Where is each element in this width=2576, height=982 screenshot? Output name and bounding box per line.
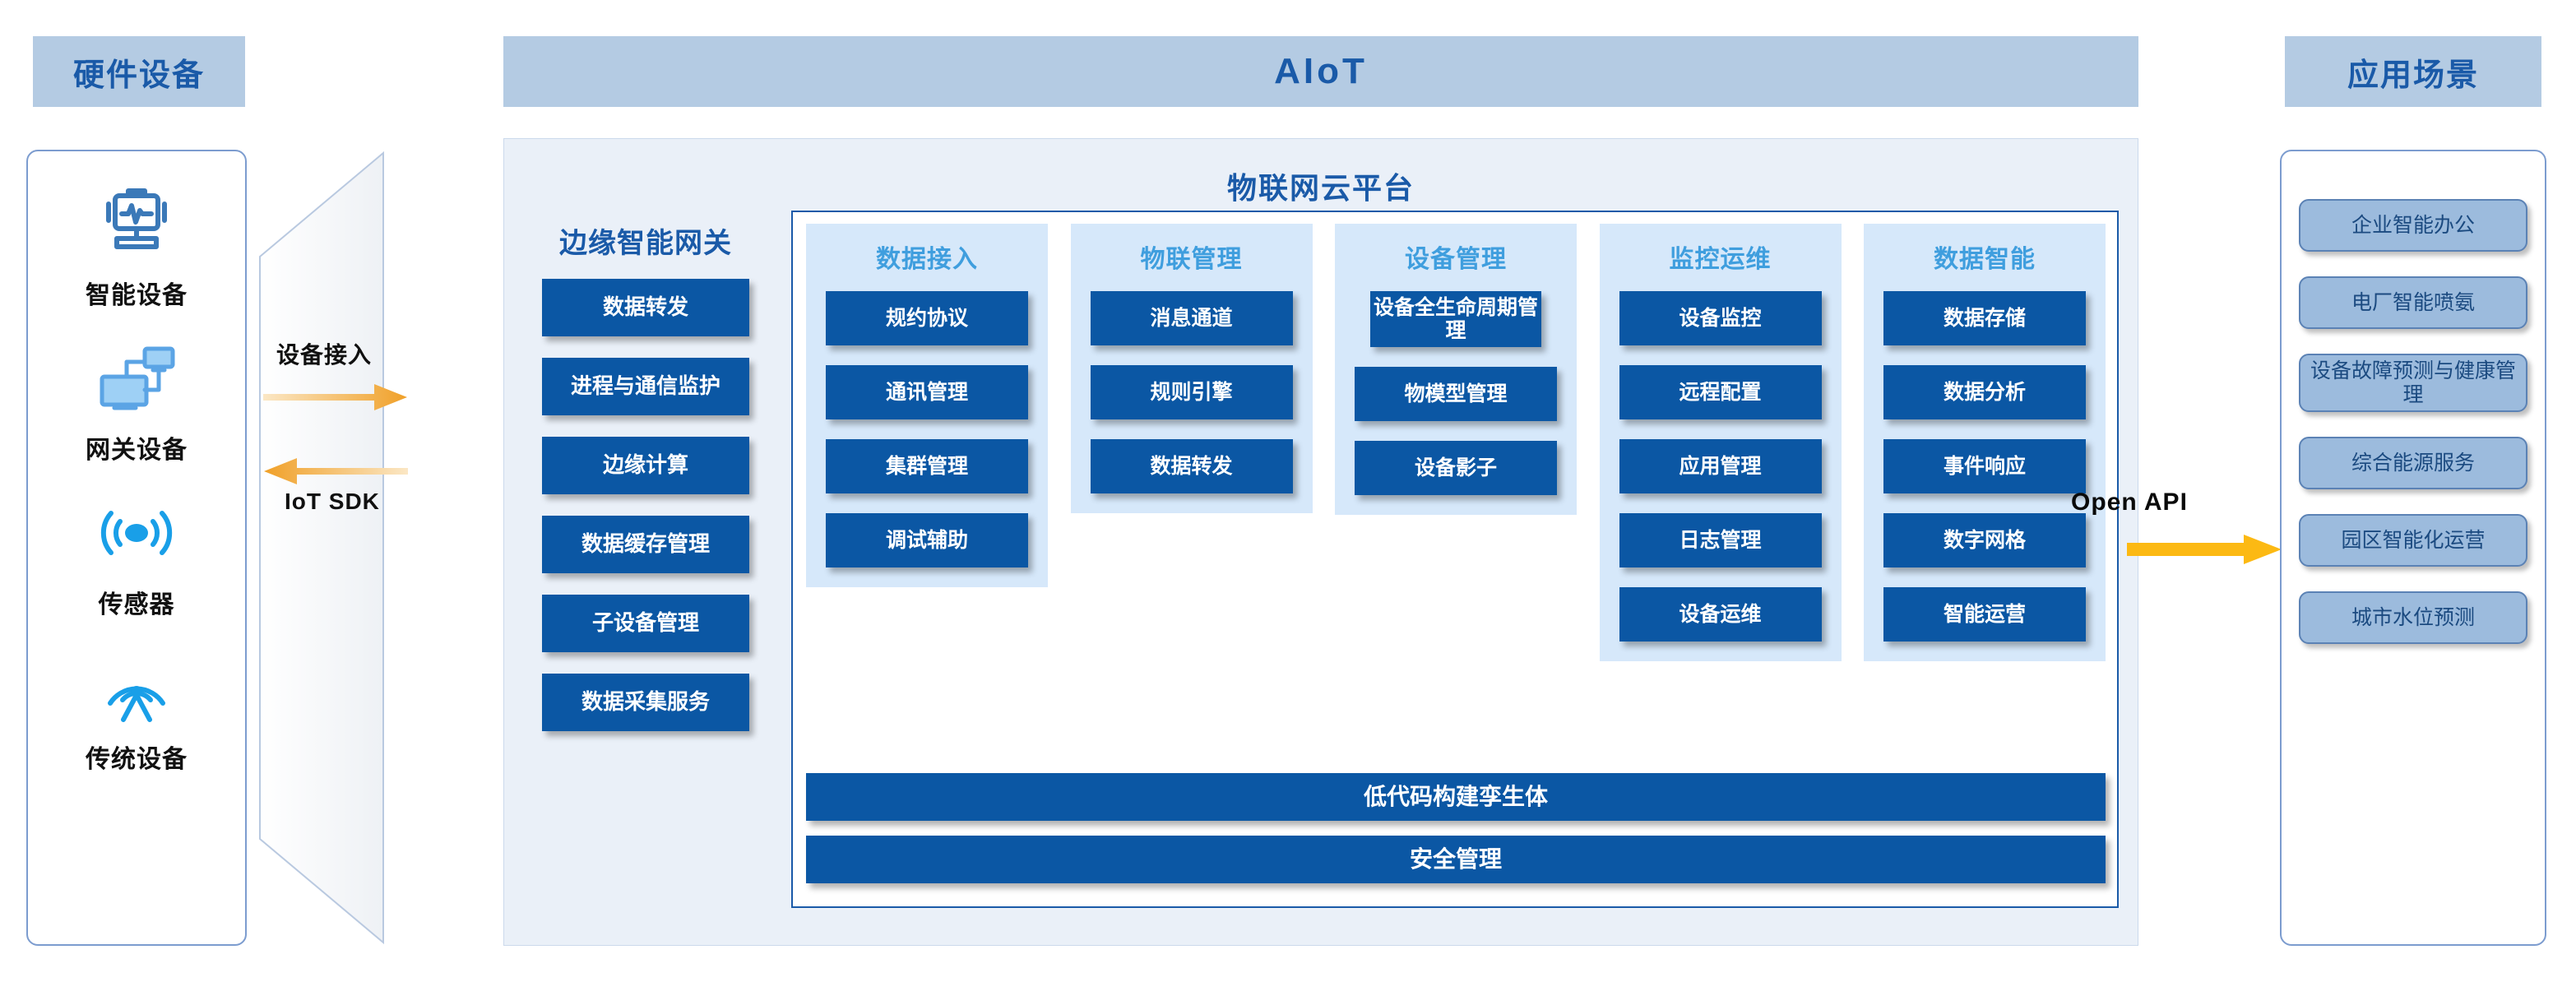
cloud-column-item[interactable]: 集群管理 [826,439,1028,493]
application-scenarios-panel: 企业智能办公 电厂智能喷氨 设备故障预测与健康管理 综合能源服务 园区智能化运营… [2280,150,2546,946]
open-api-label: Open API [2071,489,2188,516]
cloud-column-monitoring-ops: 监控运维 设备监控 远程配置 应用管理 日志管理 设备运维 [1599,224,1842,661]
cloud-column-item[interactable]: 智能运营 [1883,587,2086,642]
hardware-item-gateway-device: 网关设备 [86,334,188,484]
cloud-column-item[interactable]: 设备影子 [1355,441,1557,495]
smart-device-monitor-icon [95,179,178,268]
cloud-column-device-management: 设备管理 设备全生命周期管理 物模型管理 设备影子 [1335,224,1577,515]
low-code-digital-twin-bar[interactable]: 低代码构建孪生体 [806,773,2106,821]
cloud-column-iot-management: 物联管理 消息通道 规则引擎 数据转发 [1070,224,1313,513]
cloud-column-item[interactable]: 日志管理 [1619,513,1822,567]
hardware-item-label: 传统设备 [86,746,188,773]
header-hardware-devices: 硬件设备 [33,36,245,107]
cloud-column-item[interactable]: 应用管理 [1619,439,1822,493]
cloud-platform-title: 物联网云平台 [1226,171,1415,205]
application-scenario-item[interactable]: 企业智能办公 [2299,199,2527,252]
edge-gateway-title: 边缘智能网关 [559,228,732,259]
cloud-column-data-intelligence: 数据智能 数据存储 数据分析 事件响应 数字网格 智能运营 [1864,224,2106,661]
application-scenario-item[interactable]: 城市水位预测 [2299,591,2527,644]
cloud-column-title: 设备管理 [1405,246,1507,273]
open-api-arrow-right [2127,535,2282,564]
hardware-item-label: 传感器 [98,591,175,618]
application-scenario-item[interactable]: 电厂智能喷氨 [2299,276,2527,329]
device-access-connector: 设备接入 IoT SDK [257,150,408,946]
cloud-platform-frame: 数据接入 规约协议 通讯管理 集群管理 调试辅助 物联管理 消息通道 规则引擎 … [791,211,2119,908]
cloud-column-item[interactable]: 物模型管理 [1355,367,1557,421]
sensor-signal-icon [93,489,180,577]
hardware-item-label: 网关设备 [86,437,188,464]
hardware-item-legacy-device: 传统设备 [86,643,188,793]
header-aiot-title: AIoT [503,36,2138,107]
cloud-column-item[interactable]: 通讯管理 [826,365,1028,419]
cloud-column-item[interactable]: 数据分析 [1883,365,2086,419]
cloud-column-item[interactable]: 事件响应 [1883,439,2086,493]
cloud-column-item[interactable]: 数据存储 [1883,291,2086,345]
cloud-column-title: 监控运维 [1669,246,1772,273]
gateway-devices-icon [94,334,179,423]
security-management-bar[interactable]: 安全管理 [806,836,2106,883]
edge-gateway-item[interactable]: 数据采集服务 [542,674,749,731]
cloud-column-item[interactable]: 规约协议 [826,291,1028,345]
edge-gateway-item[interactable]: 边缘计算 [542,437,749,494]
hardware-item-label: 智能设备 [86,282,188,309]
hardware-devices-panel: 智能设备 网关设备 [26,150,247,946]
hardware-item-sensor: 传感器 [93,489,180,638]
cloud-column-item[interactable]: 规则引擎 [1090,365,1293,419]
cloud-column-title: 数据智能 [1934,246,2036,273]
cloud-column-title: 物联管理 [1140,246,1243,273]
application-scenario-item[interactable]: 综合能源服务 [2299,437,2527,489]
cloud-column-item[interactable]: 消息通道 [1090,291,1293,345]
cloud-column-data-access: 数据接入 规约协议 通讯管理 集群管理 调试辅助 [806,224,1048,587]
cloud-column-item[interactable]: 设备运维 [1619,587,1822,642]
edge-gateway-item[interactable]: 子设备管理 [542,595,749,652]
iot-sdk-arrow-left [264,458,408,484]
cloud-column-item[interactable]: 远程配置 [1619,365,1822,419]
application-scenario-item[interactable]: 园区智能化运营 [2299,514,2527,567]
cloud-column-item[interactable]: 数据转发 [1090,439,1293,493]
edge-gateway-item[interactable]: 数据转发 [542,279,749,336]
edge-gateway-column: 边缘智能网关 数据转发 进程与通信监护 边缘计算 数据缓存管理 子设备管理 数据… [523,220,768,924]
cloud-column-item[interactable]: 设备全生命周期管理 [1370,291,1541,347]
hardware-item-smart-device: 智能设备 [86,179,188,329]
legacy-antenna-icon [95,643,178,732]
cloud-platform-columns: 数据接入 规约协议 通讯管理 集群管理 调试辅助 物联管理 消息通道 规则引擎 … [806,224,2106,763]
application-scenario-item[interactable]: 设备故障预测与健康管理 [2299,354,2527,412]
cloud-column-item[interactable]: 调试辅助 [826,513,1028,567]
header-application-scenarios: 应用场景 [2285,36,2541,107]
cloud-column-item[interactable]: 设备监控 [1619,291,1822,345]
device-access-arrow-right [263,384,407,410]
device-access-label: 设备接入 [276,342,373,368]
iot-sdk-label: IoT SDK [285,489,380,514]
edge-gateway-item[interactable]: 数据缓存管理 [542,516,749,573]
edge-gateway-item[interactable]: 进程与通信监护 [542,358,749,415]
cloud-column-item[interactable]: 数字网格 [1883,513,2086,567]
cloud-column-title: 数据接入 [876,246,978,273]
